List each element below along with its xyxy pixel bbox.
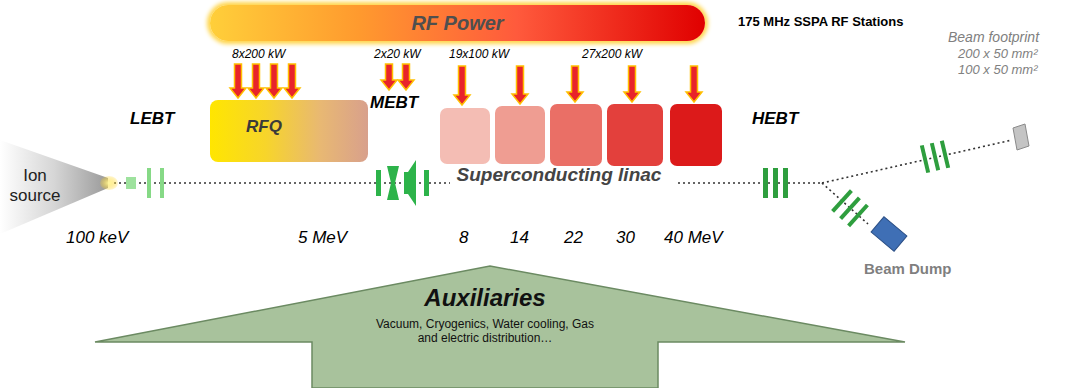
- quadrupole: [849, 205, 868, 226]
- solenoid: [126, 177, 136, 189]
- node-body: Vacuum, Cryogenics, Water cooling, Gas a…: [370, 317, 600, 346]
- rf-arrows: [230, 64, 702, 105]
- rf-arrow: [248, 64, 264, 98]
- rf-arrow: [686, 66, 702, 102]
- footprint-label: Beam footprint: [948, 30, 1039, 45]
- rfq-box: RFQ: [210, 100, 368, 162]
- cryomodule: [440, 108, 490, 164]
- station-caption: 175 MHz SSPA RF Stations: [738, 15, 903, 29]
- mebt-quadrupoles: [376, 160, 429, 206]
- beam-dump-block: [871, 217, 907, 252]
- quadrupole: [763, 168, 768, 198]
- quadrupole: [376, 170, 381, 196]
- energy-label: 22: [564, 229, 583, 248]
- lebt-magnets: [126, 168, 164, 198]
- rf-arrow: [230, 64, 246, 98]
- rf-arrow: [398, 64, 414, 90]
- quadrupole: [922, 145, 928, 172]
- cryomodule: [607, 104, 663, 166]
- footprint-size: 100 x 50 mm²: [958, 63, 1037, 77]
- quadrupole: [387, 166, 399, 200]
- footprint-size: 200 x 50 mm²: [958, 47, 1037, 61]
- section-name: LEBT: [130, 110, 174, 129]
- cryomodule: [495, 106, 545, 164]
- energy-label: 100 keV: [66, 229, 128, 248]
- text-group: Beam Dump: [864, 260, 964, 278]
- rf-arrow: [624, 66, 640, 102]
- ion-source: Ion source: [0, 138, 112, 236]
- rf-arrow: [381, 64, 397, 90]
- cryomodule: [550, 104, 602, 166]
- hebt-quadrupoles: [763, 168, 788, 198]
- rf-power-band: RF Power: [210, 5, 705, 41]
- node-title: Auxiliaries: [424, 284, 545, 313]
- text-group: Ion source: [2, 166, 68, 207]
- quadrupole: [932, 143, 938, 170]
- ion-source-tip: [100, 176, 118, 190]
- quadrupole: [424, 170, 429, 196]
- beam-line: [678, 182, 822, 184]
- text-group: Superconducting linac: [452, 164, 666, 187]
- beam-line: [822, 140, 1012, 183]
- rf-power-rating: 2x20 kW: [374, 48, 421, 61]
- rf-arrow: [454, 66, 470, 105]
- rf-arrow: [266, 64, 282, 98]
- node-title: RF Power: [411, 11, 503, 35]
- rf-arrow: [284, 64, 300, 98]
- section-name: HEBT: [752, 110, 798, 129]
- quadrupole: [773, 168, 778, 198]
- rf-power-rating: 8x200 kW: [232, 48, 285, 61]
- rf-arrow: [512, 66, 528, 104]
- quadrupole: [404, 160, 416, 206]
- energy-label: 5 MeV: [298, 229, 347, 248]
- rf-power-rating: 19x100 kW: [449, 48, 509, 61]
- energy-label: 30: [616, 229, 635, 248]
- energy-label: 14: [510, 229, 529, 248]
- node-title: Superconducting linac: [457, 164, 662, 187]
- superconducting-linac-outline: [438, 104, 722, 206]
- node-title: Ion source: [2, 166, 68, 207]
- node-title: RFQ: [246, 117, 282, 137]
- beam-line: [822, 183, 868, 224]
- text-group: RFQ: [210, 117, 318, 137]
- solenoid: [160, 168, 164, 198]
- quadrupole: [783, 168, 788, 198]
- section-name: MEBT: [370, 94, 418, 113]
- ion-source-cone: [0, 140, 108, 234]
- target-triplet: [922, 141, 948, 173]
- auxiliaries-arrow-shape: [95, 266, 905, 388]
- solenoid: [147, 168, 151, 198]
- rf-arrow: [567, 66, 583, 102]
- node-title: Beam Dump: [864, 260, 952, 278]
- cryomodule: [670, 104, 722, 166]
- quadrupole: [942, 141, 948, 168]
- dump-triplet: [833, 191, 868, 226]
- rf-power-rating: 27x200 kW: [582, 48, 642, 61]
- text-group: RF Power: [210, 11, 705, 35]
- energy-label: 8: [459, 229, 468, 248]
- text-group: AuxiliariesVacuum, Cryogenics, Water coo…: [312, 284, 658, 346]
- auxiliaries-arrow: AuxiliariesVacuum, Cryogenics, Water coo…: [90, 262, 910, 388]
- energy-label: 40 MeV: [664, 229, 723, 248]
- beam-dump: Beam Dump: [858, 218, 968, 282]
- beam-line: [114, 182, 450, 184]
- superconducting-linac: Superconducting linac: [438, 104, 722, 206]
- target: [1013, 124, 1029, 150]
